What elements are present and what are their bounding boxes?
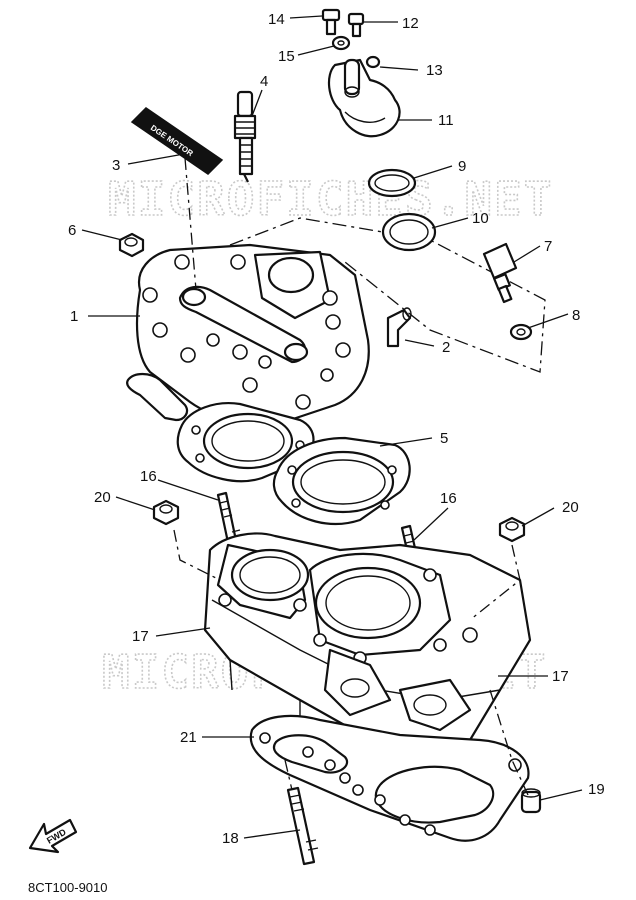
callout-4: 4 (260, 73, 268, 90)
callout-21: 21 (180, 729, 197, 746)
cylinder-head-1 (126, 243, 370, 425)
callout-5: 5 (440, 430, 448, 447)
bolt-12 (347, 12, 365, 38)
nut-6 (118, 232, 145, 258)
fwd-arrow-icon: FWD (28, 818, 78, 854)
decal-3: DGE MOTOR (130, 107, 224, 175)
washer-15 (331, 35, 351, 51)
head-gasket-5 (176, 402, 411, 526)
callout-20-right: 20 (562, 499, 579, 516)
nut-20-right (498, 516, 526, 543)
stud-18 (286, 786, 319, 866)
callout-18: 18 (222, 830, 239, 847)
sensor-7 (482, 242, 518, 304)
base-gasket-21 (249, 714, 530, 842)
watermark-top: MICROFICHES.NET (108, 172, 553, 226)
callout-15: 15 (278, 48, 295, 65)
callout-13: 13 (426, 62, 443, 79)
callout-1: 1 (70, 308, 78, 325)
callout-19: 19 (588, 781, 605, 798)
callout-6: 6 (68, 222, 76, 239)
elbow-fitting-2 (386, 307, 412, 348)
callout-labels: 14 12 15 13 4 11 3 9 10 6 7 8 1 2 5 16 2… (68, 11, 605, 847)
gasket-ring-10 (381, 212, 437, 252)
dowel-19 (520, 788, 542, 814)
washer-8 (509, 323, 533, 341)
cylinder-block-17 (203, 532, 532, 790)
diagram-code: 8CT100-9010 (28, 880, 108, 895)
callout-3: 3 (112, 157, 120, 174)
callout-12: 12 (402, 15, 419, 32)
bolt-14 (321, 8, 341, 36)
callout-9: 9 (458, 158, 466, 175)
callout-17-right: 17 (552, 668, 569, 685)
callout-11: 11 (438, 112, 454, 129)
callout-16-right: 16 (440, 490, 457, 507)
o-ring-9 (367, 168, 417, 198)
callout-16-left: 16 (140, 468, 157, 485)
washer-13 (365, 55, 381, 69)
callout-17-left: 17 (132, 628, 149, 645)
assembly-lines (173, 157, 529, 796)
nut-20-left (152, 499, 180, 526)
callout-8: 8 (572, 307, 580, 324)
leader-lines (81, 15, 583, 839)
callout-7: 7 (544, 238, 552, 255)
callout-14: 14 (268, 11, 285, 28)
spark-plug-4 (233, 90, 257, 183)
callout-2: 2 (442, 339, 450, 356)
water-outlet-cover-11 (327, 58, 401, 138)
callout-20-left: 20 (94, 489, 111, 506)
callout-10: 10 (472, 210, 489, 227)
assembly-outline-upper (229, 217, 546, 373)
